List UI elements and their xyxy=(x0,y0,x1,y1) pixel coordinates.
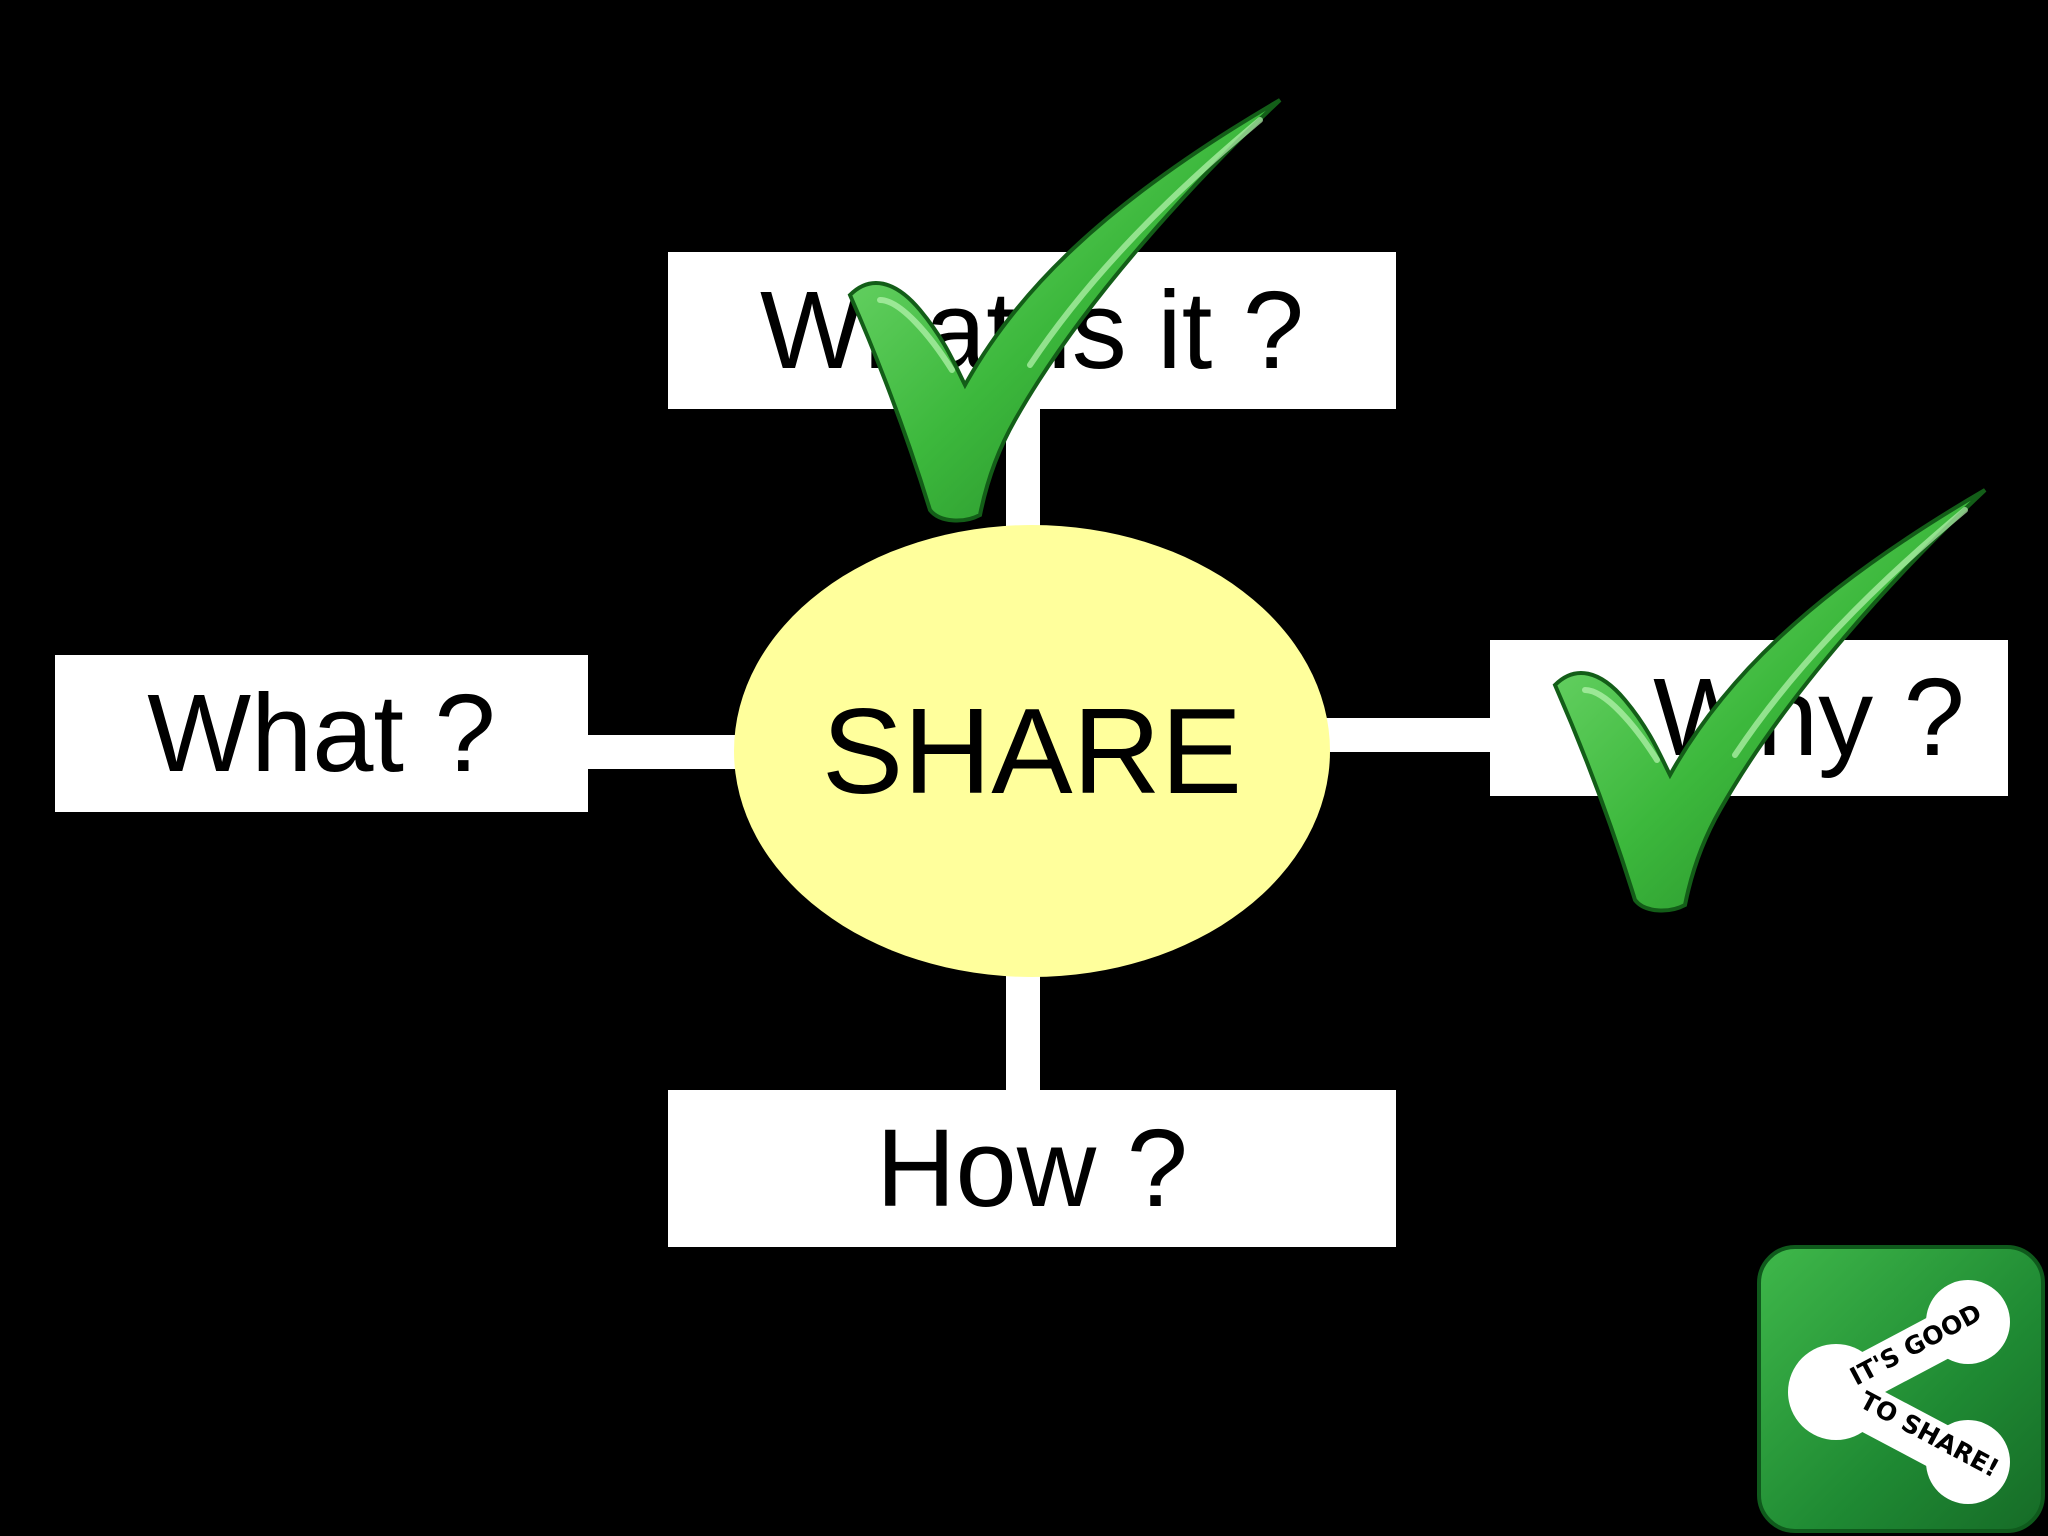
center-label: SHARE xyxy=(821,683,1243,819)
checkmark-icon-top xyxy=(847,98,1282,523)
checkmark-icon-right xyxy=(1552,488,1987,913)
branch-box-bottom: How ? xyxy=(668,1090,1396,1247)
connector-left xyxy=(586,735,740,769)
branch-label-left: What ? xyxy=(147,671,496,795)
share-logo: IT'S GOOD TO SHARE! xyxy=(1757,1245,2045,1533)
connector-bottom xyxy=(1006,972,1040,1092)
branch-label-bottom: How ? xyxy=(876,1106,1188,1230)
connector-right xyxy=(1326,718,1494,752)
branch-box-left: What ? xyxy=(55,655,588,812)
share-icon xyxy=(1788,1280,2010,1504)
center-node: SHARE xyxy=(734,525,1330,977)
